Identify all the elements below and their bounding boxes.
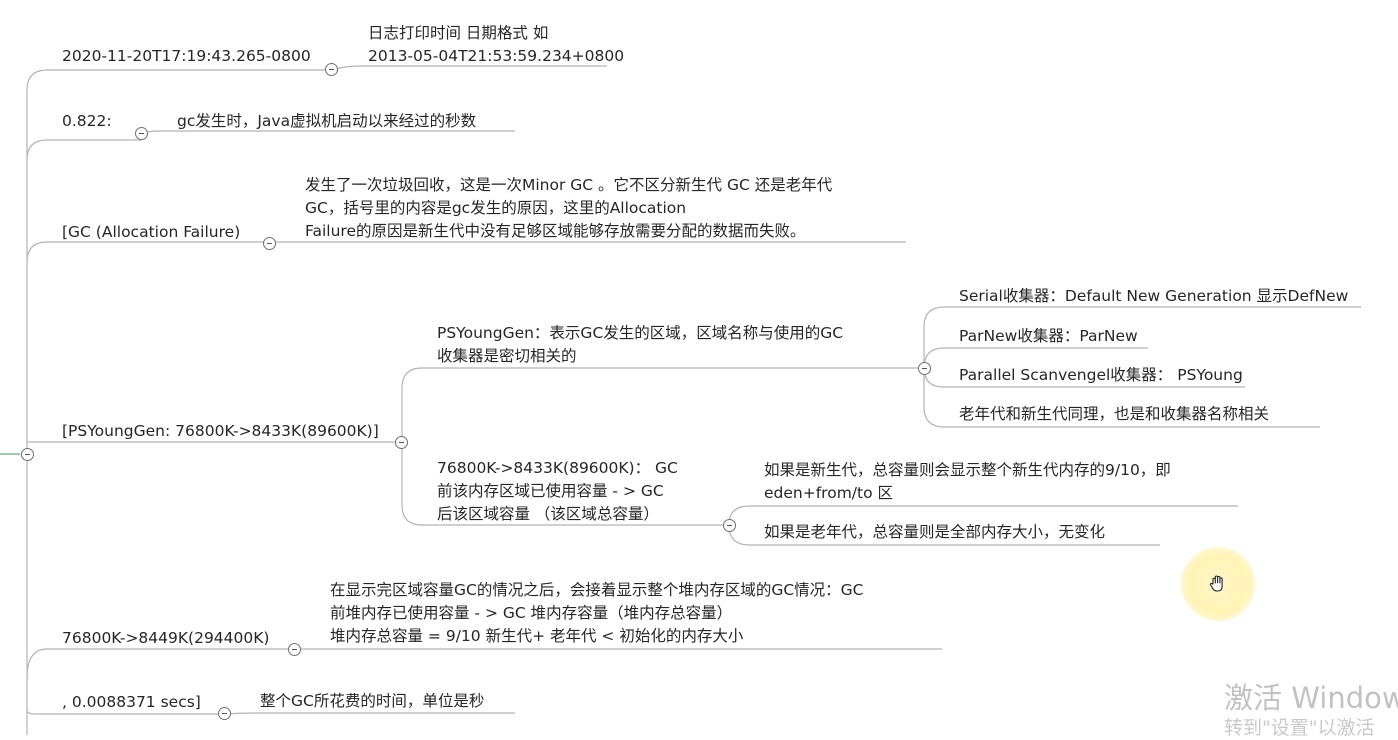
collector-parnew[interactable]: ParNew收集器：ParNew [959,327,1138,345]
branch-heap[interactable]: 76800K->8449K(294400K) [62,629,270,647]
case-young-gen-line1[interactable]: 如果是新生代，总容量则会显示整个新生代内存的9/10，即 [764,461,1171,479]
note-capacity-line1[interactable]: 76800K->8433K(89600K)： GC [437,459,678,477]
collapse-toggle-gc-cause[interactable] [263,237,276,250]
collapse-toggle-capacity[interactable] [723,519,736,532]
collapse-toggle-psyounggen[interactable] [395,436,408,449]
collapse-toggle-heap[interactable] [288,643,301,656]
note-heap-line2: 前堆内存已使用容量 - > GC 堆内存容量（堆内存总容量） [330,604,733,622]
collapse-toggle-region[interactable] [918,362,931,375]
note-timestamp-line1: 日志打印时间 日期格式 如 [368,24,549,42]
note-heap-line3: 堆内存总容量 = 9/10 新生代+ 老年代 < 初始化的内存大小 [330,627,744,645]
branch-uptime[interactable]: 0.822: [62,112,112,130]
case-young-gen-line2[interactable]: eden+from/to 区 [764,484,894,502]
note-region-line2[interactable]: 收集器是密切相关的 [437,347,577,365]
collector-serial[interactable]: Serial收集器：Default New Generation 显示DefNe… [959,287,1349,305]
note-heap-line1: 在显示完区域容量GC的情况之后，会接着显示整个堆内存区域的GC情况：GC [330,581,864,599]
case-old-gen[interactable]: 如果是老年代，总容量则是全部内存大小，无变化 [764,523,1106,541]
hand-cursor-icon [1209,575,1223,592]
branch-timestamp[interactable]: 2020-11-20T17:19:43.265-0800 [62,47,311,65]
note-gc-cause-line3: Failure的原因是新生代中没有足够区域能够存放需要分配的数据而失败。 [305,222,806,240]
collapse-toggle-duration[interactable] [218,707,231,720]
collector-old-gen[interactable]: 老年代和新生代同理，也是和收集器名称相关 [959,405,1270,423]
collapse-toggle-uptime[interactable] [135,127,148,140]
branch-psyounggen[interactable]: [PSYoungGen: 76800K->8433K(89600K)] [62,422,379,440]
collector-parallel[interactable]: Parallel Scanvengel收集器： PSYoung [959,366,1243,384]
activation-watermark-title: 激活 Window [1224,681,1398,715]
branch-duration[interactable]: , 0.0088371 secs] [62,693,201,711]
note-capacity-line2[interactable]: 前该内存区域已使用容量 - > GC [437,482,664,500]
branch-gc-cause[interactable]: [GC (Allocation Failure) [62,223,241,241]
root-collapse-toggle[interactable] [21,448,34,461]
note-region-line1[interactable]: PSYoungGen：表示GC发生的区域，区域名称与使用的GC [437,324,844,342]
note-timestamp-line2: 2013-05-04T21:53:59.234+0800 [368,47,625,65]
activation-watermark-subtitle: 转到"设置"以激活 [1224,717,1375,739]
note-gc-cause-line1: 发生了一次垃圾回收，这是一次Minor GC 。它不区分新生代 GC 还是老年代 [305,176,833,194]
note-capacity-line3[interactable]: 后该区域容量 （该区域总容量） [437,505,659,523]
note-uptime: gc发生时，Java虚拟机启动以来经过的秒数 [177,112,477,130]
collapse-toggle-timestamp[interactable] [325,63,338,76]
note-duration: 整个GC所花费的时间，单位是秒 [260,692,485,710]
note-gc-cause-line2: GC，括号里的内容是gc发生的原因，这里的Allocation [305,199,687,217]
